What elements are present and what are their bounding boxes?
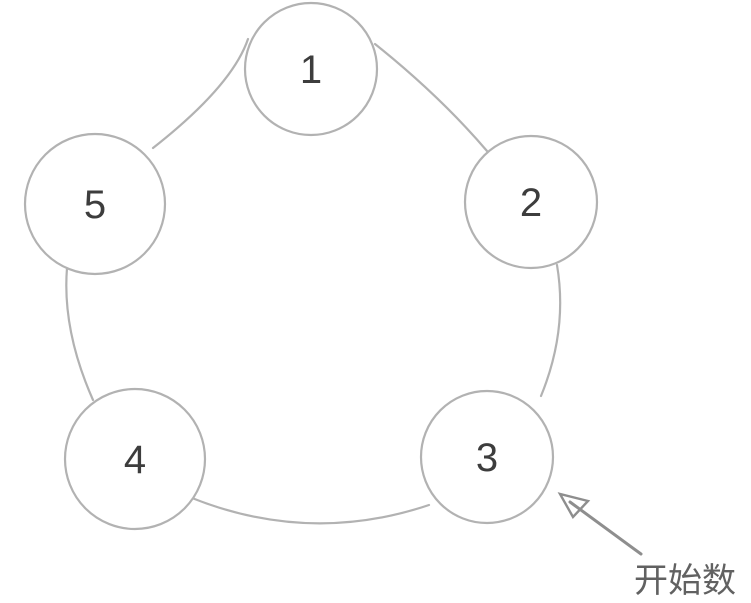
- start-number-annotation: 开始数: [557, 492, 736, 601]
- node-1-label: 1: [300, 48, 322, 92]
- annotation-arrow-head-icon: [557, 492, 591, 520]
- node-3-label: 3: [476, 436, 498, 480]
- edge-3-to-4: [190, 496, 431, 525]
- node-4-label: 4: [124, 438, 146, 482]
- node-3[interactable]: 3: [419, 389, 555, 525]
- node-1-circle[interactable]: [243, 1, 379, 137]
- node-4[interactable]: 4: [63, 387, 207, 531]
- node-2-label: 2: [520, 181, 542, 225]
- edge-group: [65, 37, 562, 525]
- node-3-circle[interactable]: [419, 389, 555, 525]
- node-group: 1 2 3 4 5: [23, 1, 599, 531]
- annotation-arrow-shaft: [568, 500, 643, 556]
- edge-1-to-2: [373, 42, 489, 153]
- edge-2-to-3: [539, 263, 562, 398]
- node-5[interactable]: 5: [23, 132, 167, 276]
- node-5-label: 5: [84, 183, 106, 227]
- node-4-circle[interactable]: [63, 387, 207, 531]
- edge-4-to-5: [65, 266, 95, 402]
- annotation-text: 开始数: [634, 561, 736, 601]
- node-2-circle[interactable]: [463, 134, 599, 270]
- node-1[interactable]: 1: [243, 1, 379, 137]
- node-5-circle[interactable]: [23, 132, 167, 276]
- node-2[interactable]: 2: [463, 134, 599, 270]
- edge-5-to-1: [151, 37, 250, 150]
